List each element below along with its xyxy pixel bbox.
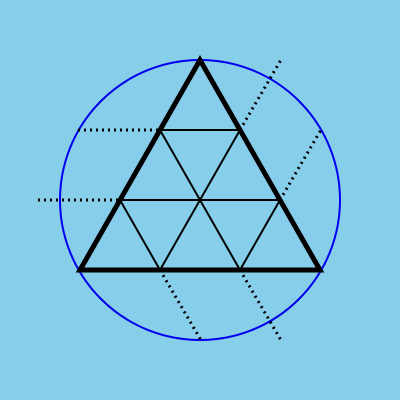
grid-diagonal-4	[239, 199, 281, 271]
grid-diagonal-3	[159, 129, 241, 271]
outer-triangle	[75, 54, 325, 273]
dotted-extension-lines	[38, 57, 324, 343]
dotted-bottom-right	[238, 269, 284, 343]
dotted-right-top	[238, 57, 284, 131]
dotted-right-middle	[278, 127, 324, 201]
dotted-bottom-left	[158, 269, 204, 343]
grid-diagonal-2	[119, 199, 161, 271]
inner-grid-lines	[119, 129, 281, 271]
